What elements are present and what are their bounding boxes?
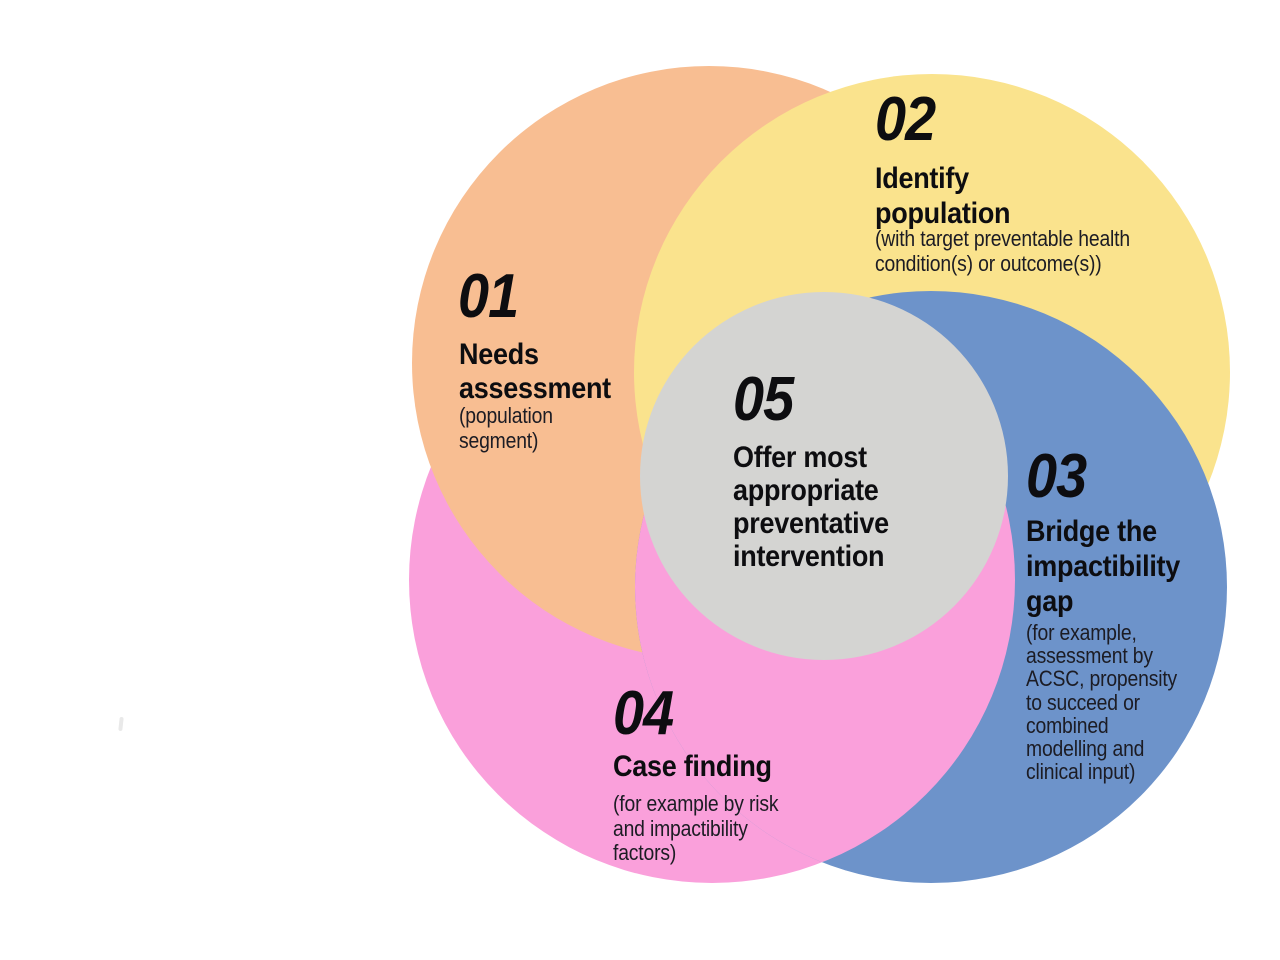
step-05-title-line: preventative <box>733 507 889 540</box>
step-03-note-line: combined <box>1026 712 1109 738</box>
step-01-note-line: segment) <box>459 427 539 453</box>
step-01-note-line: (population <box>459 403 553 428</box>
step-04-note-line: and impactibility <box>613 815 748 841</box>
step-05-title-line: appropriate <box>733 474 879 507</box>
step-05-number: 05 <box>733 365 794 434</box>
step-03-note-line: assessment by <box>1026 643 1153 669</box>
step-04-title-line: Case finding <box>613 750 772 783</box>
step-02-note: (with target preventable health conditio… <box>875 226 1130 276</box>
step-04-note: (for example by risk and impactibility f… <box>613 791 779 866</box>
step-05-title-line: intervention <box>733 540 885 573</box>
step-04-number: 04 <box>613 679 674 748</box>
step-01-title-line: Needs <box>459 338 539 371</box>
step-02-title: Identify population <box>875 161 1011 231</box>
step-03-note-line: to succeed or <box>1026 689 1140 715</box>
step-03-title-line: Bridge the <box>1026 515 1157 548</box>
step-02-note-line: (with target preventable health <box>875 226 1130 251</box>
step-03-note-line: clinical input) <box>1026 759 1136 785</box>
step-01-title: Needs assessment <box>459 338 611 406</box>
step-04-note-line: (for example by risk <box>613 791 779 816</box>
step-03-note: (for example, assessment by ACSC, propen… <box>1026 620 1178 785</box>
step-02-title-line: population <box>875 197 1011 230</box>
step-04-note-line: factors) <box>613 840 677 865</box>
step-03-note-line: ACSC, propensity <box>1026 666 1178 692</box>
step-05-title: Offer most appropriate preventative inte… <box>733 441 889 573</box>
step-03-number: 03 <box>1026 442 1087 511</box>
step-03-title-line: impactibility <box>1026 550 1181 583</box>
step-05-title-line: Offer most <box>733 441 867 474</box>
step-01-note: (population segment) <box>459 403 553 453</box>
step-02-title-line: Identify <box>875 162 969 195</box>
step-02-note-line: condition(s) or outcome(s)) <box>875 250 1102 276</box>
step-03-note-line: (for example, <box>1026 620 1137 645</box>
circle-preventative-intervention-center <box>640 292 1008 660</box>
step-03-note-line: modelling and <box>1026 736 1145 762</box>
step-02-number: 02 <box>875 85 936 154</box>
step-03-title-line: gap <box>1026 585 1074 618</box>
step-03-title: Bridge the impactibility gap <box>1026 514 1180 619</box>
step-04-title: Case finding <box>613 750 772 784</box>
step-01-title-line: assessment <box>459 372 611 405</box>
step-01-number: 01 <box>458 262 519 331</box>
